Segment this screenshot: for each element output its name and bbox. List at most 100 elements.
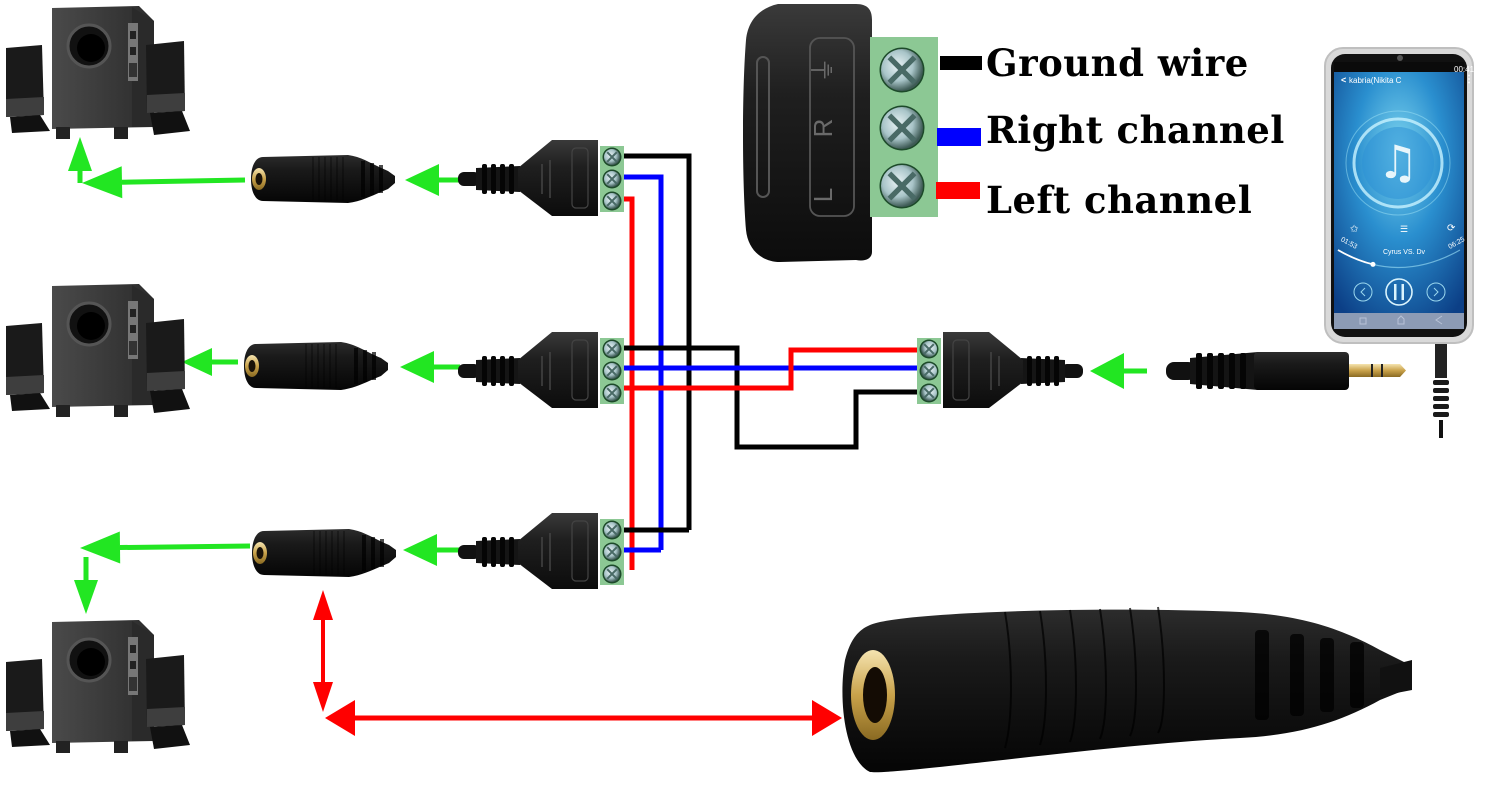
output-terminal-adapter-2 [458, 332, 624, 408]
terminal-closeup-groove [756, 56, 770, 198]
phone-status-bar [1334, 62, 1464, 72]
closeup-strain-relief-rib [1320, 638, 1334, 712]
wire-right-top [624, 174, 664, 550]
cable-stub [458, 545, 480, 559]
speaker-set-3 [6, 620, 190, 753]
phone-kebab-icon[interactable]: ⋮ [1464, 74, 1474, 85]
label-frame [571, 520, 589, 582]
phone-ring-outer [1345, 110, 1451, 216]
plug-tip [1389, 364, 1406, 377]
female-jack-3 [252, 529, 396, 577]
female-jack-closeup [842, 606, 1412, 773]
arrow-terminal1-to-jack1-head [405, 164, 439, 196]
cable-stub [458, 364, 480, 378]
arrow-up-to-speaker1 [68, 137, 92, 183]
legend-label-right: Right channel [986, 108, 1285, 152]
phone-cable-plug [1435, 338, 1447, 378]
jack-body [252, 529, 396, 577]
female-jack-2 [244, 342, 388, 390]
cable-stub [1061, 364, 1083, 378]
label-frame [571, 339, 589, 401]
phone-favorite-icon[interactable]: ✩ [1350, 224, 1359, 235]
closeup-ring [1039, 610, 1047, 746]
speaker-set-1 [6, 6, 190, 139]
arrow-down-to-speaker3 [74, 557, 98, 614]
arrow-terminal2-to-jack2-head [400, 351, 434, 383]
adapter-body [518, 513, 598, 589]
closeup-strain-relief-rib [1290, 634, 1304, 716]
arrow-jack2-to-speaker2-head [182, 348, 212, 376]
foot [56, 405, 70, 417]
arrow-jack3-left-head [80, 531, 121, 564]
detail-arrow-down-head [313, 682, 333, 712]
plug-cable [1166, 362, 1196, 380]
legend-label-left: Left channel [986, 178, 1253, 222]
wire-left-middle [624, 347, 917, 391]
closeup-ring [1069, 609, 1077, 743]
cable-stub [458, 172, 480, 186]
wire-left-top [624, 196, 635, 570]
detail-arrow-up-head [313, 590, 333, 620]
legend-label-ground: Ground wire [986, 41, 1249, 85]
satellite-right-stand [150, 725, 190, 749]
arrow-up-to-speaker1-head [68, 137, 92, 171]
legend-swatch-ground [940, 56, 982, 70]
adapter-body [518, 332, 598, 408]
closeup-ring [1157, 606, 1165, 734]
output-terminal-adapter-1 [458, 140, 624, 216]
arrows-layer [68, 137, 1147, 736]
terminal-label-right: R [808, 119, 838, 138]
detail-arrow-right [560, 700, 842, 736]
input-terminal-adapter [917, 332, 1083, 408]
phone-ring [1352, 117, 1444, 209]
arrow-down-to-speaker3-head [74, 580, 98, 614]
foot [114, 405, 128, 417]
terminal-closeup-label-frame [809, 37, 855, 217]
adapter-body [518, 140, 598, 216]
jack-socket-hole [256, 547, 264, 559]
jack-socket-hole [255, 173, 263, 185]
label-frame [571, 147, 589, 209]
nav-home-icon [1397, 315, 1405, 325]
female-jack-1 [251, 155, 395, 203]
parts-layer: ⏚RL♫ [6, 4, 1474, 773]
male-plug [1166, 352, 1406, 390]
phone-prev-button[interactable] [1353, 282, 1373, 302]
plug-sleeve [1349, 364, 1389, 377]
satellite-right-stand [150, 111, 190, 135]
phone-menu-icon[interactable]: ☰ [1400, 224, 1409, 234]
closeup-socket-hole [863, 667, 887, 723]
phone-back-icon[interactable]: < [1341, 75, 1347, 85]
foot [56, 127, 70, 139]
wire-ground-middle [624, 345, 917, 450]
foot [56, 741, 70, 753]
satellite-left-stand [10, 393, 50, 411]
phone-camera [1397, 55, 1403, 61]
closeup-strain-relief-rib [1255, 630, 1269, 720]
closeup-ring [1129, 607, 1137, 737]
arrow-jack1-left-shaft [121, 177, 246, 185]
closeup-ring [1099, 608, 1107, 740]
arrow-terminal3-to-jack3-head [403, 534, 437, 566]
arrow-terminal3-to-jack3 [403, 534, 460, 566]
arrow-terminal1-to-jack1 [405, 164, 465, 196]
phone-next-button[interactable] [1426, 282, 1446, 302]
detail-arrow-right-head [812, 700, 842, 736]
wire-ground-top [624, 153, 692, 530]
phone-pause-button[interactable] [1385, 278, 1413, 306]
arrow-jack2-to-speaker2 [182, 348, 238, 376]
satellite-left-stand [10, 729, 50, 747]
next-icon [1433, 287, 1439, 297]
jack-body [244, 342, 388, 390]
arrow-plug-to-input [1090, 353, 1147, 389]
terminal-label-left: L [808, 188, 838, 202]
legend-swatch-left [936, 182, 980, 199]
arrow-jack1-left [82, 166, 246, 199]
plug-body [1254, 352, 1349, 390]
phone-progress-fill [1337, 249, 1374, 266]
nav-recents-icon [1359, 317, 1367, 325]
phone-status-time: 00:41 [1454, 65, 1475, 74]
arrow-plug-to-input-head [1090, 353, 1124, 389]
phone-repeat-icon[interactable]: ⟳ [1447, 223, 1456, 234]
